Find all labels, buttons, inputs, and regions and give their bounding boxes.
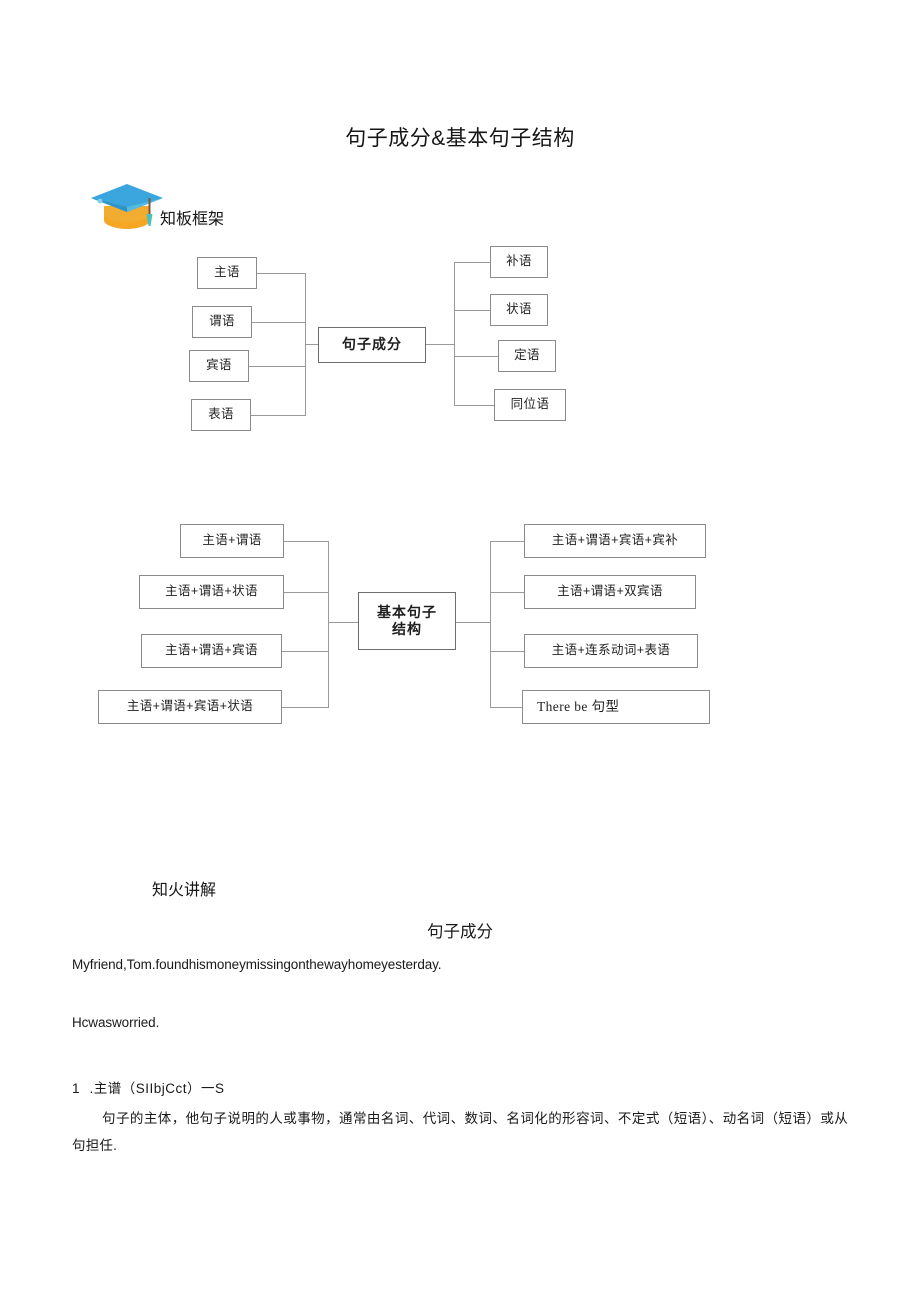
diagram-basic-sentence-structures: 主语+谓语 主语+谓语+状语 主语+谓语+宾语 主语+谓语+宾语+状语 基本句子… <box>98 524 710 724</box>
spine2-right <box>490 541 491 708</box>
node-center-basic-structure: 基本句子 结构 <box>358 592 456 650</box>
connector-center-right-spine <box>426 344 454 345</box>
node-right-1: 补语 <box>490 246 548 278</box>
list-item-number: 1 <box>72 1081 80 1096</box>
node-left-2: 谓语 <box>192 306 252 338</box>
example-sentence-2: Hcwasworried. <box>72 1015 160 1030</box>
center2-line1: 基本句子 <box>377 603 437 620</box>
connector2-right-3 <box>490 651 524 652</box>
connector-left-spine-center <box>305 344 319 345</box>
list-item-subject: 1 .主谱（SIIbjCct）一S <box>72 1077 225 1097</box>
node-right-2: 状语 <box>490 294 548 326</box>
connector2-right-4 <box>490 707 522 708</box>
body-paragraph-subject: 句子的主体，他句子说明的人或事物，通常由名词、代词、数词、名词化的形容词、不定式… <box>72 1111 848 1153</box>
node-center-sentence-elements: 句子成分 <box>318 327 426 363</box>
node2-right-4: There be 句型 <box>522 690 710 724</box>
node2-left-2: 主语+谓语+状语 <box>139 575 284 609</box>
lecture-label: 知火讲解 <box>152 882 217 899</box>
page-title: 句子成分&基本句子结构 <box>345 127 575 150</box>
node2-right-3: 主语+连系动词+表语 <box>524 634 698 668</box>
connector2-left-2 <box>284 592 328 593</box>
connector2-right-1 <box>490 541 524 542</box>
spine-right <box>454 262 455 406</box>
connector-left-1 <box>257 273 305 274</box>
connector-left-4 <box>251 415 305 416</box>
connector2-left-spine-center <box>328 622 358 623</box>
node2-right-2: 主语+谓语+双宾语 <box>524 575 696 609</box>
example-sentence-1: Myfriend,Tom.foundhismoneymissingonthewa… <box>72 957 442 972</box>
connector-right-3 <box>454 356 498 357</box>
connector-right-2 <box>454 310 490 311</box>
diagram-sentence-elements: 主语 谓语 宾语 表语 句子成分 补语 状语 定语 同位语 <box>0 0 920 460</box>
node2-left-1: 主语+谓语 <box>180 524 284 558</box>
framework-section-header: 知板框架 <box>88 176 318 234</box>
node2-right-1: 主语+谓语+宾语+宾补 <box>524 524 706 558</box>
spine2-left <box>328 541 329 708</box>
connector2-left-1 <box>284 541 328 542</box>
connector-right-4 <box>454 405 494 406</box>
connector-left-3 <box>249 366 305 367</box>
node-left-1: 主语 <box>197 257 257 289</box>
graduation-cap-icon <box>88 176 166 232</box>
connector2-left-4 <box>282 707 328 708</box>
node-left-3: 宾语 <box>189 350 249 382</box>
connector2-left-3 <box>282 651 328 652</box>
connector2-center-right-spine <box>456 622 490 623</box>
section-heading-sentence-elements: 句子成分 <box>427 923 493 941</box>
connector2-right-2 <box>490 592 524 593</box>
node2-left-4: 主语+谓语+宾语+状语 <box>98 690 282 724</box>
node-right-4: 同位语 <box>494 389 566 421</box>
center2-line2: 结构 <box>392 621 422 637</box>
node2-left-3: 主语+谓语+宾语 <box>141 634 282 668</box>
connector-right-1 <box>454 262 490 263</box>
connector-left-2 <box>252 322 305 323</box>
framework-label: 知板框架 <box>160 211 225 228</box>
node-right-3: 定语 <box>498 340 556 372</box>
list-item-text: .主谱（SIIbjCct）一S <box>89 1081 225 1096</box>
node-left-4: 表语 <box>191 399 251 431</box>
